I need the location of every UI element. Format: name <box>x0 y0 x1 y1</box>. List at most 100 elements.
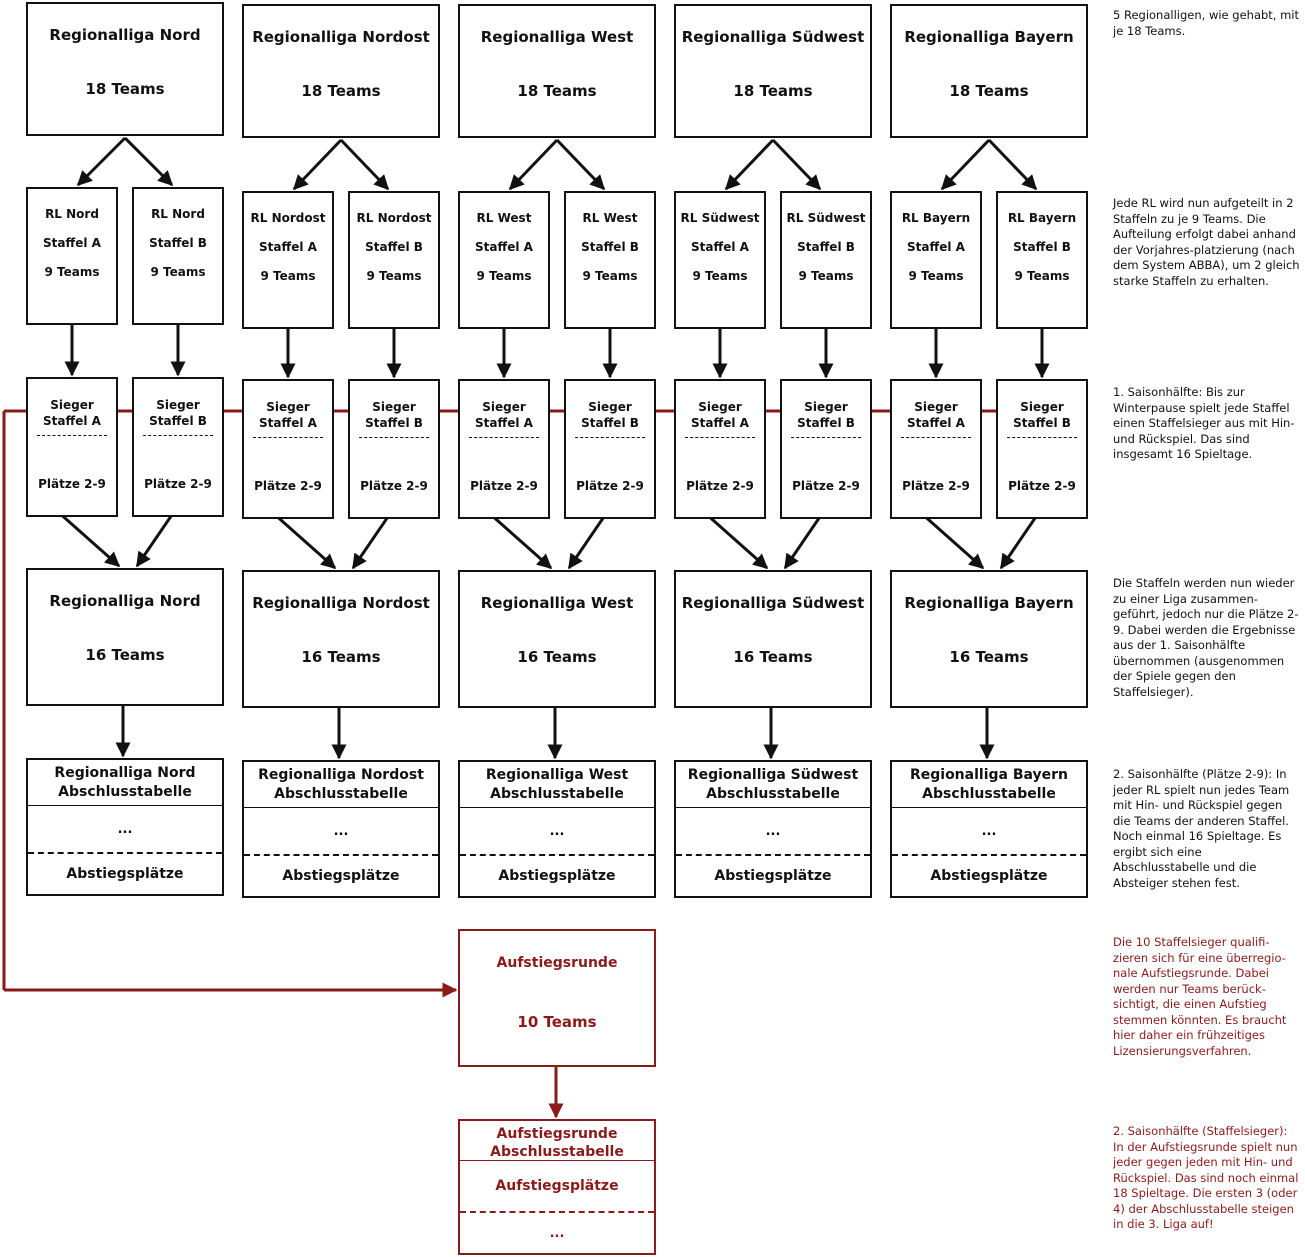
connector-arrow <box>771 138 822 191</box>
sieger-label: Sieger <box>50 398 94 412</box>
sieger-label: Sieger <box>156 398 200 412</box>
connector-arrow <box>940 138 991 191</box>
staffel-teams: 9 Teams <box>798 269 854 283</box>
staffel-rl-name: RL Bayern <box>901 211 971 225</box>
aufstiegsrunde-teams: 10 Teams <box>517 1013 597 1031</box>
connector-arrow <box>508 138 559 191</box>
staffel-teams: 9 Teams <box>1014 269 1070 283</box>
staffel-rl-name: RL West <box>582 211 638 225</box>
connector-arrow <box>987 138 1038 191</box>
staffel-label: Staffel A <box>907 240 965 254</box>
sieger-label: Sieger <box>266 400 310 414</box>
dashed-divider <box>574 437 646 438</box>
abstiegsplaetze-label: Abstiegsplätze <box>930 868 1048 884</box>
sieger-label: Sieger <box>372 400 416 414</box>
abstiegsplaetze-label: Abstiegsplätze <box>66 866 184 882</box>
sieger-staffel-label: Staffel A <box>475 416 533 430</box>
abschlusstabelle-title: Regionalliga Nord <box>54 765 196 781</box>
plaetze-label: Plätze 2-9 <box>1008 479 1076 493</box>
rl-team-count: 18 Teams <box>301 82 381 100</box>
dashed-divider <box>1006 437 1078 438</box>
aufstiegsrunde-title: Aufstiegsrunde <box>496 955 618 971</box>
abschlusstabelle-sub: Abschlusstabelle <box>274 786 408 802</box>
staffel-rl-name: RL Nord <box>45 207 99 221</box>
staffel-teams: 9 Teams <box>44 265 100 279</box>
abstiegsplaetze-label: Abstiegsplätze <box>498 868 616 884</box>
aufstiegsrunde-box: Aufstiegsrunde 10 Teams <box>458 929 656 1067</box>
rl-team-count: 18 Teams <box>85 80 165 98</box>
sieger-staffel-label: Staffel A <box>259 416 317 430</box>
staffel-teams: 9 Teams <box>150 265 206 279</box>
rl-team-count: 16 Teams <box>517 648 597 666</box>
abschlusstabelle-title: Regionalliga Südwest <box>687 767 859 783</box>
sieger-staffel-label: Staffel B <box>1013 416 1071 430</box>
connector-arrow <box>123 136 174 187</box>
plaetze-label: Plätze 2-9 <box>902 479 970 493</box>
connector-arrow <box>555 138 606 191</box>
staffel-label: Staffel A <box>259 240 317 254</box>
staffel-teams: 9 Teams <box>260 269 316 283</box>
rl-team-count: 18 Teams <box>733 82 813 100</box>
abschlusstabelle-ellipsis: ... <box>892 808 1086 856</box>
note-zusammenfuehrung: Die Staffeln werden nun wieder zu einer … <box>1113 576 1299 699</box>
plaetze-label: Plätze 2-9 <box>144 477 212 491</box>
staffel-label: Staffel A <box>475 240 533 254</box>
sieger-label: Sieger <box>482 400 526 414</box>
abstiegsplaetze-label: Abstiegsplätze <box>714 868 832 884</box>
rl-title: Regionalliga West <box>480 594 634 612</box>
dashed-divider <box>684 437 756 438</box>
abschlusstabelle-title: Regionalliga Bayern <box>909 767 1069 783</box>
dashed-divider <box>900 437 972 438</box>
sieger-label: Sieger <box>914 400 958 414</box>
staffel-label: Staffel A <box>691 240 749 254</box>
note-aufteilung: Jede RL wird nun aufgeteilt in 2 Staffel… <box>1113 196 1300 288</box>
rl-title: Regionalliga Nordost <box>252 28 430 46</box>
abschlusstabelle-sub: Abschlusstabelle <box>706 786 840 802</box>
rl-title: Regionalliga Nordost <box>252 594 430 612</box>
dashed-divider <box>790 437 862 438</box>
aufstiegsrunde-table-sub: Abschlusstabelle <box>490 1144 624 1160</box>
staffel-rl-name: RL West <box>476 211 532 225</box>
rl-title: Regionalliga Nord <box>49 592 201 610</box>
staffel-label: Staffel A <box>43 236 101 250</box>
rl-box-16-2: Regionalliga Nordost 16 Teams <box>242 570 440 708</box>
sieger-staffel-label: Staffel A <box>691 416 749 430</box>
rl-title: Regionalliga Bayern <box>904 28 1074 46</box>
aufstiegsrunde-ellipsis: ... <box>549 1225 565 1241</box>
staffel-teams: 9 Teams <box>692 269 748 283</box>
sieger-staffel-label: Staffel B <box>797 416 855 430</box>
rl-team-count: 16 Teams <box>301 648 381 666</box>
sieger-label: Sieger <box>698 400 742 414</box>
abschlusstabelle-ellipsis: ... <box>460 808 654 856</box>
staffel-rl-name: RL Südwest <box>680 211 760 225</box>
staffel-teams: 9 Teams <box>476 269 532 283</box>
plaetze-label: Plätze 2-9 <box>470 479 538 493</box>
note-saisonhaelfte-2: 2. Saisonhälfte (Plätze 2-9): In jeder R… <box>1113 767 1290 890</box>
dashed-divider <box>252 437 324 438</box>
plaetze-label: Plätze 2-9 <box>792 479 860 493</box>
staffel-rl-name: RL Nordost <box>356 211 432 225</box>
plaetze-label: Plätze 2-9 <box>254 479 322 493</box>
